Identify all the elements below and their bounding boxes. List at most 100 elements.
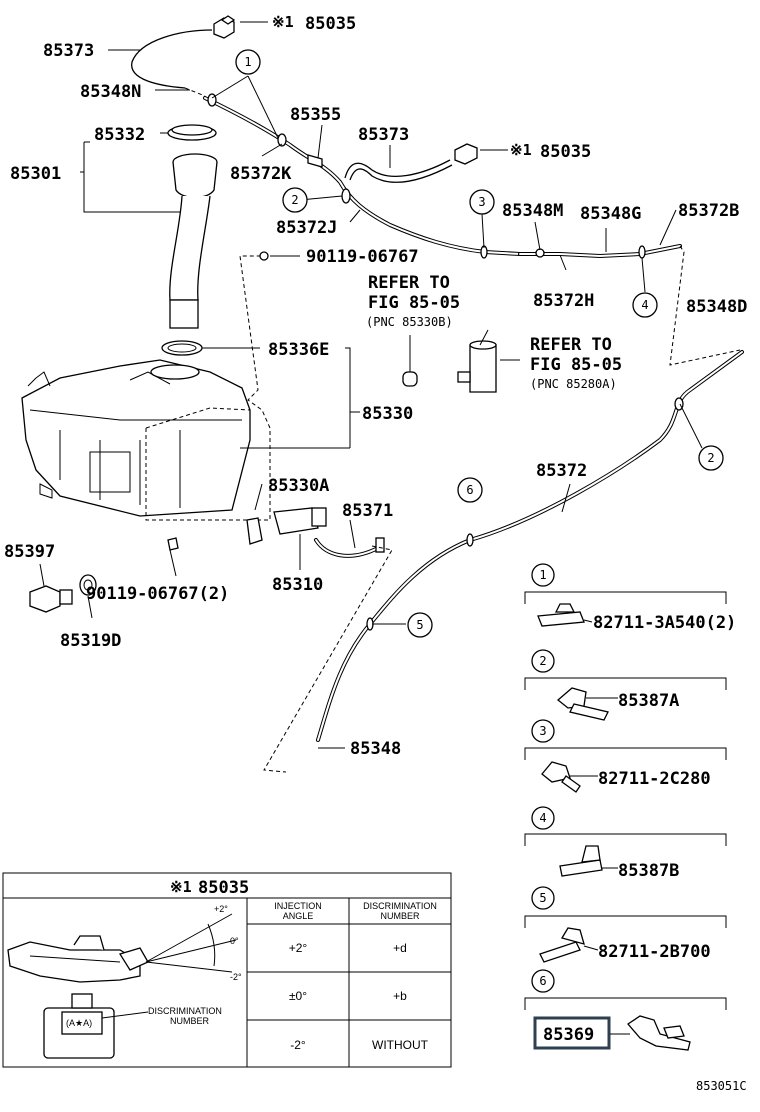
lower-hose-assembly xyxy=(263,350,744,773)
washer-tank-assembly xyxy=(21,124,271,521)
callout-circle-1-top: 1 xyxy=(235,49,261,75)
label-85371: 85371 xyxy=(342,501,393,521)
refer1-line1: REFER TO xyxy=(368,273,450,293)
label-85372J: 85372J xyxy=(276,218,337,238)
callout-circle-3: 3 xyxy=(469,189,495,215)
label-85372H: 85372H xyxy=(533,291,594,311)
table-header-disc-line1: DISCRIMINATION xyxy=(363,901,437,911)
table-cell: +2° xyxy=(289,941,308,955)
legend-number: 2 xyxy=(539,654,546,668)
legend-part: 85387A xyxy=(618,691,679,711)
table-cell: ±0° xyxy=(289,989,307,1003)
label-85373-mid: 85373 xyxy=(358,125,409,145)
callout-circle-4: 4 xyxy=(632,292,658,318)
label-90119-top: 90119-06767 xyxy=(306,247,419,267)
callout-circle-5: 5 xyxy=(407,612,433,638)
callout-number: 1 xyxy=(244,55,251,69)
angle-minus-label: -2° xyxy=(230,972,242,982)
callout-number: 2 xyxy=(707,451,714,465)
legend-item-3: 3 82711-2C280 xyxy=(524,719,727,793)
legend-item-6: 6 85369 xyxy=(524,969,727,1051)
legend-item-5: 5 82711-2B700 xyxy=(524,886,727,963)
refer2-line1: REFER TO xyxy=(530,335,612,355)
label-85348G: 85348G xyxy=(580,204,641,224)
angle-zero-label: 0° xyxy=(230,936,239,946)
label-85319D: 85319D xyxy=(60,631,121,651)
nozzle-inset: ※1 85035 INJECTION ANGLE DISCRIMINATION … xyxy=(2,872,452,1068)
label-90119-bottom: 90119-06767(2) xyxy=(86,584,229,604)
legend-item-4: 4 85387B xyxy=(524,806,727,881)
callout-number: 3 xyxy=(478,195,485,209)
label-85035-right: 85035 xyxy=(540,142,591,162)
legend-number: 1 xyxy=(539,568,546,582)
refer2-line3: (PNC 85280A) xyxy=(530,377,617,391)
discrimination-label-line2: NUMBER xyxy=(170,1016,210,1026)
label-85348: 85348 xyxy=(350,739,401,759)
leader-lines-top xyxy=(80,49,677,293)
angle-plus-label: +2° xyxy=(214,904,228,914)
nozzle-85035-top xyxy=(213,15,268,39)
legend-number: 3 xyxy=(539,724,546,738)
legend-part: 85387B xyxy=(618,861,679,881)
callout-number: 6 xyxy=(466,483,473,497)
refer-parts xyxy=(402,329,520,393)
legend-part: 85369 xyxy=(543,1025,594,1045)
part-labels: ※1 85035 85373 85348N 85355 85373 ※1 850… xyxy=(4,13,747,759)
refer1-line2: FIG 85-05 xyxy=(368,293,460,313)
label-85348M: 85348M xyxy=(502,201,563,221)
label-85372K: 85372K xyxy=(230,164,292,184)
label-85035-top: 85035 xyxy=(305,14,356,34)
callout-number: 2 xyxy=(291,193,298,207)
legend-part: 82711-3A540(2) xyxy=(593,613,736,633)
table-cell: +d xyxy=(393,941,407,955)
label-85372: 85372 xyxy=(536,461,587,481)
callout-circle-6: 6 xyxy=(457,477,483,503)
clip-legend: 1 82711-3A540(2) 2 85387A 3 82711-2C280 xyxy=(524,563,736,1051)
label-85373-top: 85373 xyxy=(43,41,94,61)
label-85301: 85301 xyxy=(10,164,61,184)
discrimination-label-line1: DISCRIMINATION xyxy=(148,1006,222,1016)
nozzle-inset-drawing: +2° 0° -2° (A★A) DISCRIMINATION NUMBER xyxy=(7,904,242,1059)
highlight-box-85369 xyxy=(533,1016,611,1050)
callout-number: 5 xyxy=(416,618,423,632)
legend-number: 4 xyxy=(539,811,546,825)
leader-lines-tank xyxy=(202,251,360,511)
callout-circle-2-top: 2 xyxy=(282,187,308,213)
label-85330A: 85330A xyxy=(268,476,329,496)
legend-item-2: 2 85387A xyxy=(524,649,727,721)
table-header-angle-line2: ANGLE xyxy=(283,911,314,921)
label-85336E: 85336E xyxy=(268,340,329,360)
diagram-code: 853051C xyxy=(696,1079,747,1093)
legend-number: 6 xyxy=(539,974,546,988)
legend-number: 5 xyxy=(539,891,546,905)
pump-assembly xyxy=(29,507,385,619)
table-cell: +b xyxy=(393,989,407,1003)
label-85332: 85332 xyxy=(94,125,145,145)
table-header-angle-line1: INJECTION xyxy=(274,901,322,911)
mark-85035-top: ※1 xyxy=(272,13,294,31)
label-85348N: 85348N xyxy=(80,82,141,102)
callout-number: 4 xyxy=(641,298,648,312)
label-85372B: 85372B xyxy=(678,201,739,221)
table-cell: -2° xyxy=(290,1038,306,1052)
refer2-line2: FIG 85-05 xyxy=(530,355,622,375)
table-cell: WITHOUT xyxy=(372,1038,429,1052)
label-85310: 85310 xyxy=(272,575,323,595)
mark-85035-right: ※1 xyxy=(510,141,532,159)
label-85397: 85397 xyxy=(4,542,55,562)
discrimination-stamp: (A★A) xyxy=(66,1018,92,1028)
refer1-line3: (PNC 85330B) xyxy=(366,315,453,329)
legend-item-1: 1 82711-3A540(2) xyxy=(524,563,736,633)
legend-part: 82711-2C280 xyxy=(598,769,711,789)
label-85355: 85355 xyxy=(290,105,341,125)
inset-title-mark: ※1 xyxy=(170,878,192,896)
legend-part: 82711-2B700 xyxy=(598,942,711,962)
inset-title-part: 85035 xyxy=(198,878,249,898)
callout-circle-2-right: 2 xyxy=(698,445,724,471)
table-header-disc-line2: NUMBER xyxy=(380,911,420,921)
label-85348D: 85348D xyxy=(686,297,747,317)
nozzle-85035-right xyxy=(454,143,508,165)
label-85330: 85330 xyxy=(362,404,413,424)
